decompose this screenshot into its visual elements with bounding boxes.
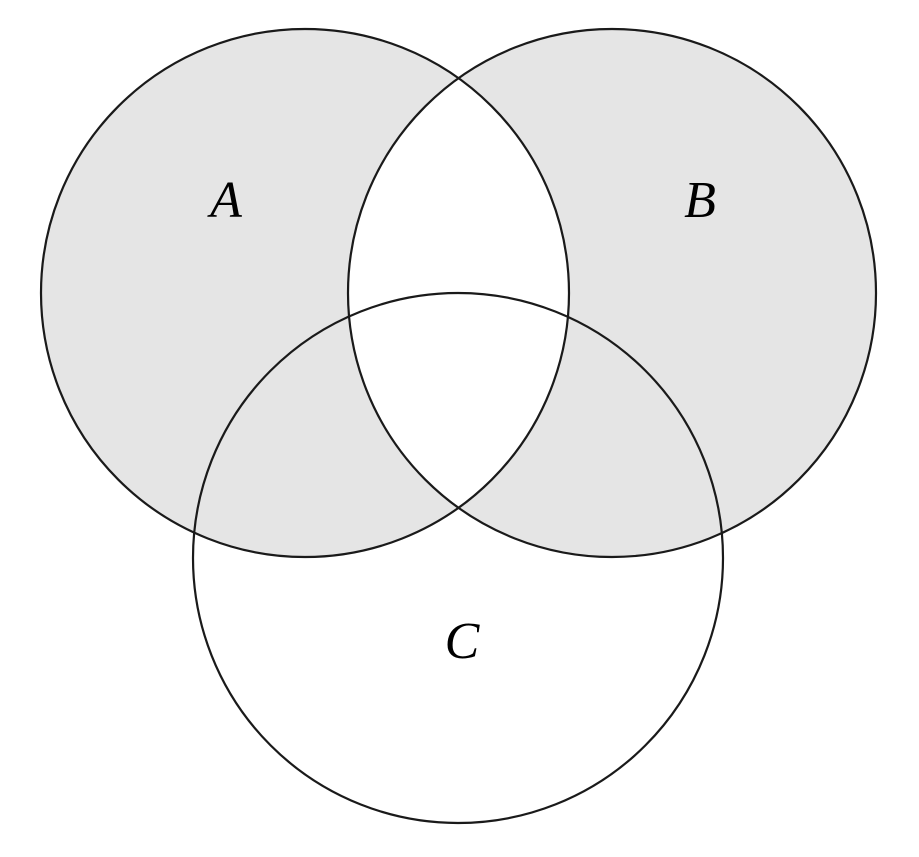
- set-label-a: A: [207, 172, 242, 229]
- circle-outline-b: [346, 27, 878, 559]
- set-label-c: C: [445, 613, 481, 670]
- shaded-region-symmetric-difference: [41, 29, 876, 557]
- set-label-b: B: [684, 172, 716, 229]
- shaded-fill-circle-b: [348, 29, 876, 557]
- circle-outline-a: [39, 27, 571, 559]
- circle-outline-c: [191, 291, 725, 825]
